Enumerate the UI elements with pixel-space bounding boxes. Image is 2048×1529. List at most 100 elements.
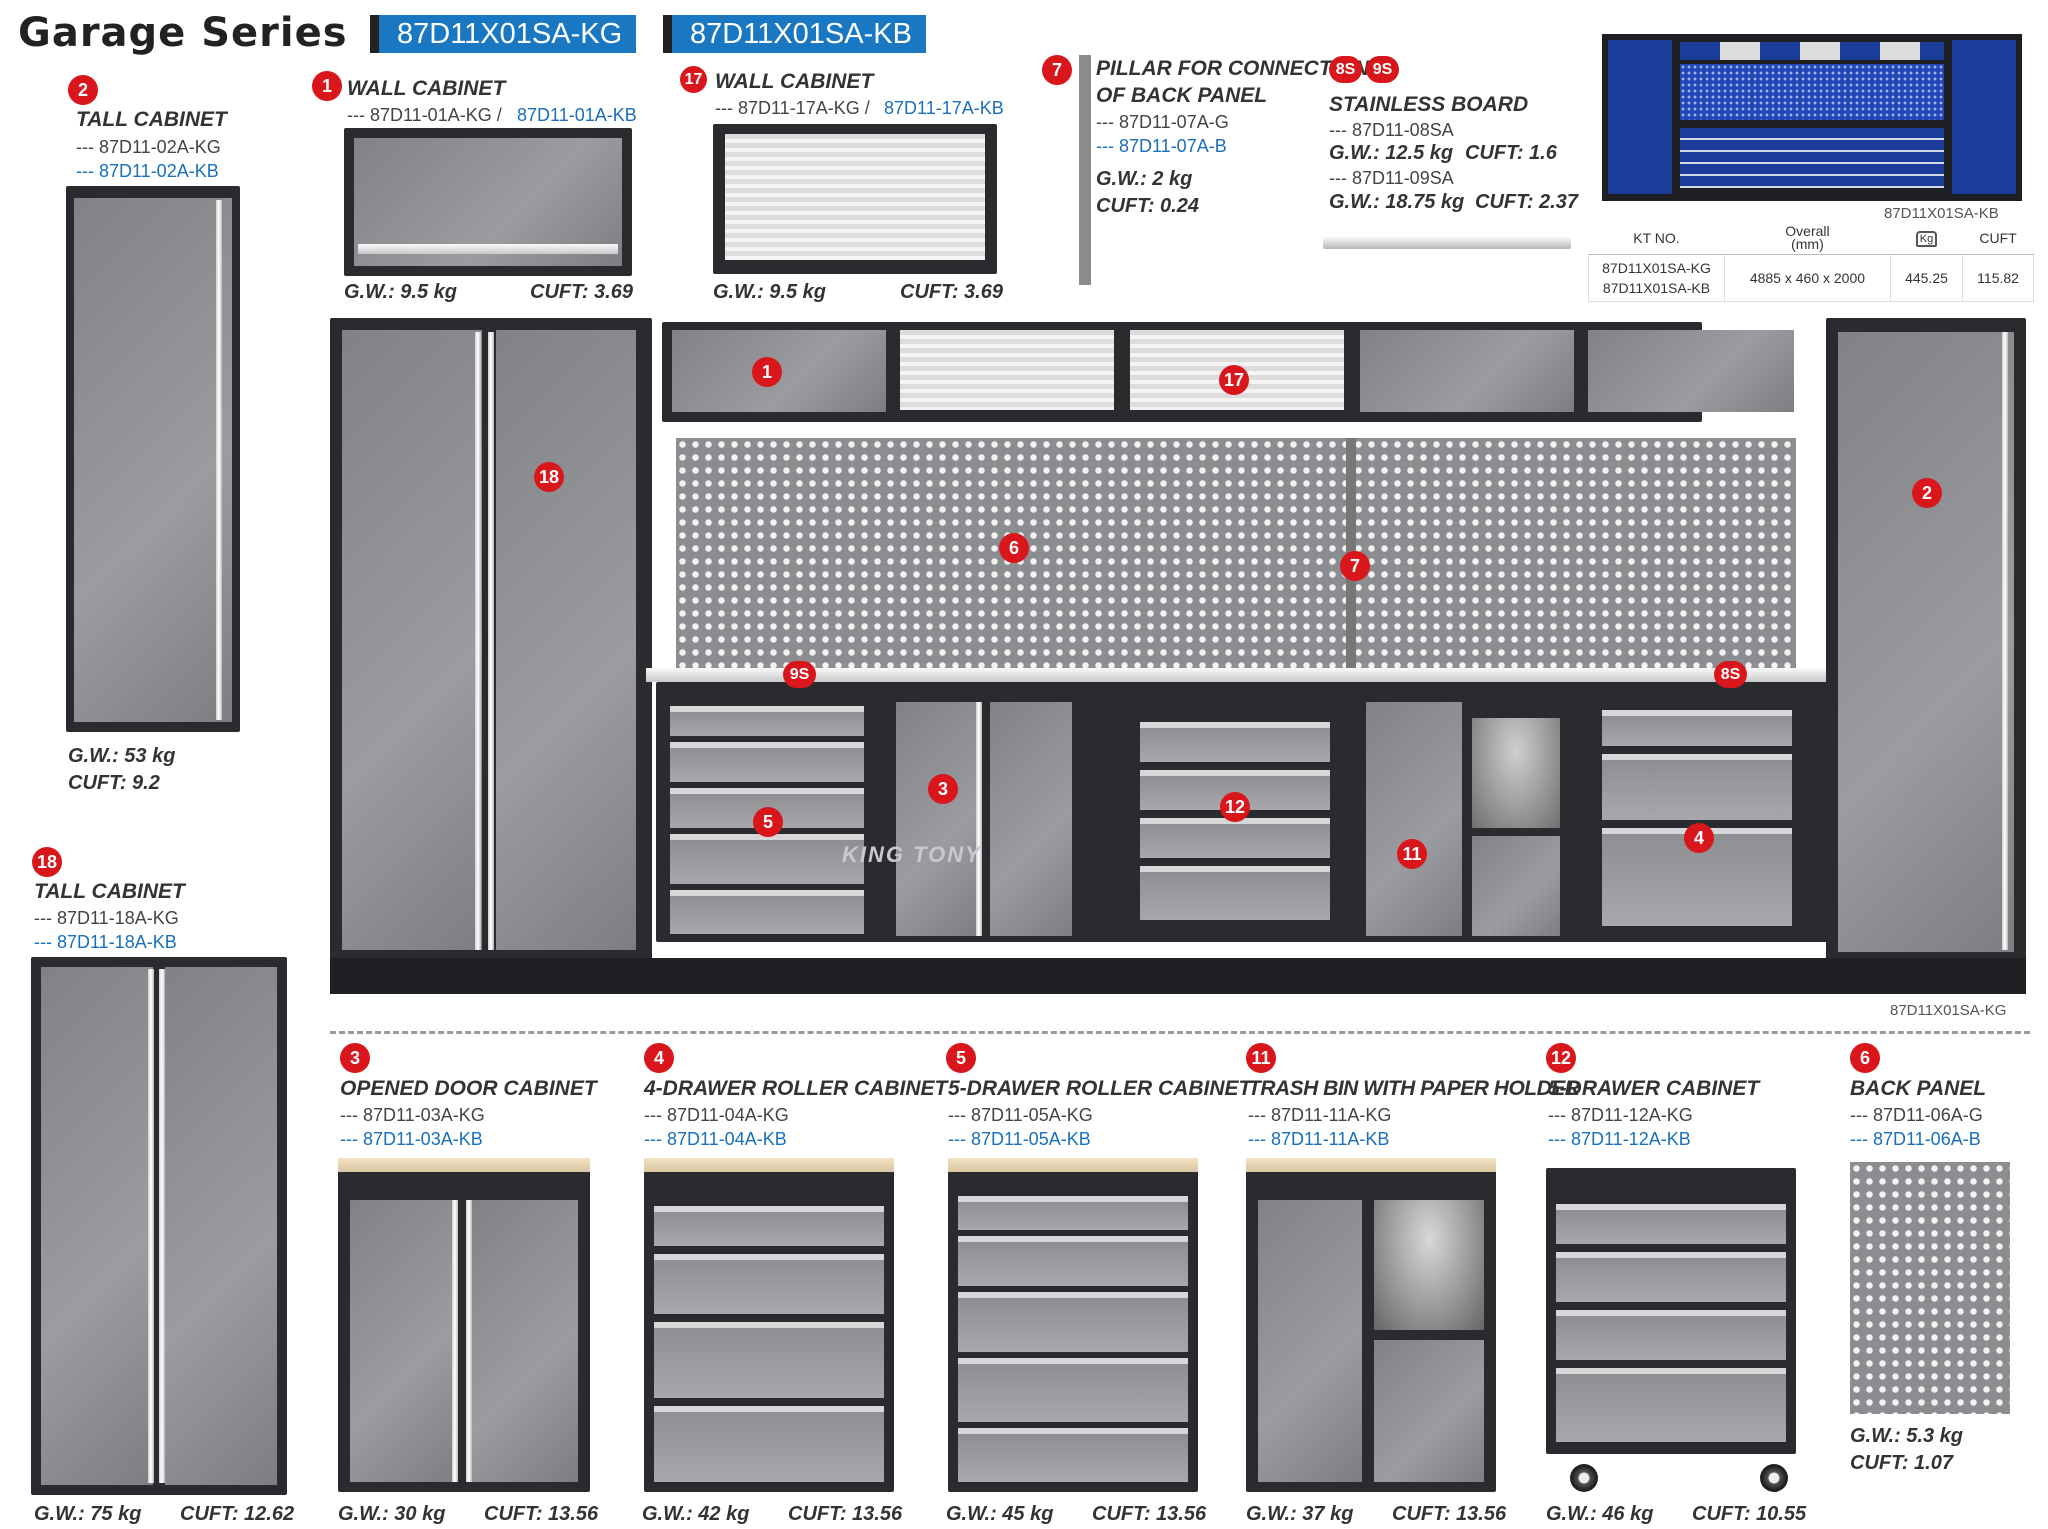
- gross-weight: G.W.: 37 kg: [1246, 1503, 1354, 1525]
- code-kg: --- 87D11-01A-KG /: [347, 105, 502, 125]
- column-header: Overall (mm): [1724, 222, 1891, 255]
- column-header: KT NO.: [1588, 222, 1725, 255]
- code-kb: --- 87D11-12A-KB: [1548, 1129, 1691, 1149]
- section-divider: [330, 1031, 2030, 1034]
- item-name: TALL CABINET: [76, 108, 227, 131]
- badge-18: 18: [534, 462, 564, 492]
- table-header-row: KT NO. Overall (mm) Kg CUFT: [1588, 222, 2034, 255]
- code-kb: --- 87D11-04A-KB: [644, 1129, 787, 1149]
- cuft: CUFT: 12.62: [180, 1503, 295, 1525]
- code-kg: --- 87D11-12A-KG: [1548, 1105, 1693, 1125]
- gross-weight-8: G.W.: 12.5 kg: [1329, 142, 1454, 164]
- code-kg: --- 87D11-04A-KG: [644, 1105, 789, 1125]
- code-kb: --- 87D11-18A-KB: [34, 932, 177, 952]
- badge-8s: 8S: [1329, 56, 1362, 83]
- table-row: 87D11X01SA-KG 87D11X01SA-KB 4885 x 460 x…: [1588, 254, 2034, 302]
- caster-wheel: [1570, 1464, 1598, 1492]
- cuft: CUFT: 3.69: [900, 281, 1003, 303]
- badge-9s: 9S: [1366, 56, 1399, 83]
- cuft: CUFT: 13.56: [788, 1503, 903, 1525]
- code-kb: 87D11-01A-KB: [517, 105, 637, 125]
- badge-18: 18: [32, 847, 62, 877]
- item-name: 4-DRAWER ROLLER CABINET: [644, 1077, 948, 1100]
- cuft: CUFT: 13.56: [484, 1503, 599, 1525]
- code-kb: --- 87D11-11A-KB: [1248, 1129, 1390, 1149]
- five-drawer-cabinet-image: [1546, 1168, 1796, 1454]
- code-9sa: --- 87D11-09SA: [1329, 168, 1454, 188]
- code-kg: --- 87D11-05A-KG: [948, 1105, 1093, 1125]
- assembly-caption-kg: 87D11X01SA-KG: [1890, 1002, 2007, 1019]
- code-kg: --- 87D11-06A-G: [1850, 1105, 1983, 1125]
- gross-weight: G.W.: 75 kg: [34, 1503, 142, 1525]
- gross-weight: G.W.: 30 kg: [338, 1503, 446, 1525]
- badge-3: 3: [340, 1043, 370, 1073]
- cuft: CUFT: 1.07: [1850, 1452, 1953, 1474]
- badge-6: 6: [1850, 1043, 1880, 1073]
- gross-weight: G.W.: 9.5 kg: [713, 281, 826, 303]
- code-kb: --- 87D11-07A-B: [1096, 136, 1227, 156]
- item-name: BACK PANEL: [1850, 1077, 1987, 1100]
- wall-cabinet-image: [344, 128, 632, 276]
- badge-4: 4: [644, 1043, 674, 1073]
- cuft-9: CUFT: 2.37: [1475, 191, 1578, 213]
- gross-weight: G.W.: 2 kg: [1096, 168, 1193, 190]
- model-tag-kb: 87D11X01SA-KB: [663, 15, 926, 53]
- badge-17: 17: [680, 66, 707, 93]
- code-kb: 87D11-17A-KB: [884, 98, 1004, 118]
- caster-wheel: [1760, 1464, 1788, 1492]
- code-kb: --- 87D11-03A-KB: [340, 1129, 483, 1149]
- gross-weight-9: G.W.: 18.75 kg: [1329, 191, 1465, 213]
- cuft: CUFT: 13.56: [1092, 1503, 1207, 1525]
- tall-cabinet-image: [31, 957, 287, 1495]
- badge-11: 11: [1397, 839, 1427, 869]
- column-header: CUFT: [1962, 222, 2034, 255]
- code-8sa: --- 87D11-08SA: [1329, 120, 1454, 140]
- badge-2: 2: [1912, 478, 1942, 508]
- item-name: 5-DRAWER CABINET: [1548, 1077, 1760, 1100]
- code-kb: --- 87D11-02A-KB: [76, 161, 219, 181]
- item-name: WALL CABINET: [715, 70, 874, 93]
- brand-mark: KING TONY: [842, 842, 982, 867]
- spec-table: KT NO. Overall (mm) Kg CUFT 87D11X01SA-K…: [1588, 222, 2034, 302]
- gross-weight: G.W.: 46 kg: [1546, 1503, 1654, 1525]
- five-drawer-roller-cabinet-image: [948, 1158, 1198, 1492]
- four-drawer-cabinet-image: [644, 1158, 894, 1492]
- item-name-line2: OF BACK PANEL: [1096, 84, 1268, 107]
- badge-2: 2: [68, 75, 98, 105]
- badge-7: 7: [1042, 55, 1072, 85]
- badge-7: 7: [1340, 551, 1370, 581]
- cuft: CUFT: 9.2: [68, 772, 160, 794]
- cuft-8: CUFT: 1.6: [1465, 142, 1557, 164]
- overview-caption-kb: 87D11X01SA-KB: [1884, 205, 1999, 222]
- badge-8s: 8S: [1714, 661, 1747, 688]
- badge-1: 1: [312, 71, 342, 101]
- cuft: CUFT: 10.55: [1692, 1503, 1807, 1525]
- badge-9s: 9S: [783, 661, 816, 688]
- model-tag-kg: 87D11X01SA-KG: [370, 15, 637, 53]
- assembled-garage-set: [330, 318, 2026, 994]
- badge-12: 12: [1220, 792, 1250, 822]
- item-name: STAINLESS BOARD: [1329, 93, 1529, 116]
- code-kb: --- 87D11-06A-B: [1850, 1129, 1981, 1149]
- back-panel-image: [1850, 1162, 2010, 1414]
- badge-1: 1: [752, 357, 782, 387]
- code-kg: --- 87D11-03A-KG: [340, 1105, 485, 1125]
- code-kg: --- 87D11-11A-KG: [1248, 1105, 1392, 1125]
- cuft: CUFT: 13.56: [1392, 1503, 1507, 1525]
- item-name: 5-DRAWER ROLLER CABINET: [948, 1077, 1252, 1100]
- opened-door-cabinet-image: [338, 1158, 590, 1492]
- item-name: TRASH BIN WITH PAPER HOLDER: [1248, 1077, 1580, 1100]
- badge-3: 3: [928, 774, 958, 804]
- code-kg: --- 87D11-07A-G: [1096, 112, 1229, 132]
- code-kg: --- 87D11-02A-KG: [76, 137, 221, 157]
- table-cell: 445.25: [1889, 254, 1964, 302]
- code-kg: --- 87D11-17A-KG /: [715, 98, 870, 118]
- gross-weight: G.W.: 42 kg: [642, 1503, 750, 1525]
- code-kg: --- 87D11-18A-KG: [34, 908, 179, 928]
- badge-11: 11: [1246, 1043, 1276, 1073]
- gross-weight: G.W.: 45 kg: [946, 1503, 1054, 1525]
- gross-weight: G.W.: 5.3 kg: [1850, 1425, 1963, 1447]
- table-cell: 115.82: [1962, 254, 2034, 302]
- pillar-image: [1079, 55, 1091, 285]
- badge-5: 5: [753, 807, 783, 837]
